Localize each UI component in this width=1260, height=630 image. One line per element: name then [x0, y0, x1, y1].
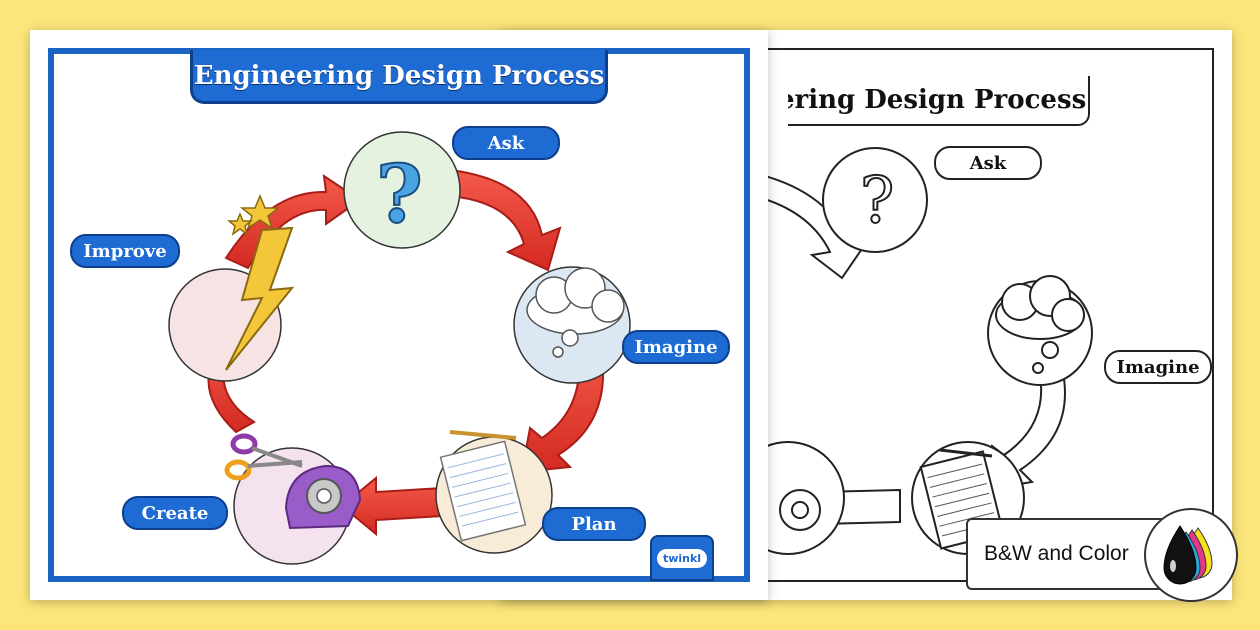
- bw-ask-circle: [822, 147, 928, 253]
- arrow-plan-to-create: [340, 475, 443, 537]
- bw-and-color-badge: B&W and Color: [966, 518, 1166, 590]
- lightning-bolt-icon: [225, 226, 295, 371]
- bw-question-mark-icon: ?: [860, 164, 894, 238]
- arrow-ask-to-imagine: [449, 168, 562, 272]
- thought-cloud-icon: [526, 267, 625, 358]
- color-cycle-diagram: ?: [168, 131, 631, 565]
- star-icon: [239, 194, 281, 230]
- label-create: Create: [122, 496, 228, 530]
- bw-label-imagine: Imagine: [1104, 350, 1212, 384]
- pencil-icon: [449, 430, 517, 440]
- question-mark-icon: ?: [376, 147, 423, 241]
- twinkl-logo-text: twinkl: [656, 548, 708, 568]
- bw-label-ask: Ask: [934, 146, 1042, 180]
- tape-dispenser-icon: [284, 464, 362, 530]
- color-title-tab: Engineering Design Process: [190, 50, 608, 104]
- label-improve: Improve: [70, 234, 180, 268]
- twinkl-logo: twinkl: [650, 535, 714, 581]
- color-worksheet-preview: ?: [30, 30, 768, 600]
- bw-title-tab: Engineering Design Process: [788, 76, 1090, 126]
- badge-label: B&W and Color: [984, 542, 1129, 565]
- label-plan: Plan: [542, 507, 646, 541]
- bw-title-text: Engineering Design Process: [788, 76, 1090, 126]
- scissors-icon: [224, 433, 303, 481]
- bw-thought-cloud-icon: [995, 275, 1085, 374]
- notepad-icon: [439, 430, 527, 542]
- ask-circle: [343, 131, 461, 249]
- label-ask: Ask: [452, 126, 560, 160]
- ink-drops-icon: [1144, 508, 1238, 602]
- small-star-icon: [226, 212, 254, 236]
- label-imagine: Imagine: [622, 330, 730, 364]
- bw-tape-icon: [779, 489, 821, 531]
